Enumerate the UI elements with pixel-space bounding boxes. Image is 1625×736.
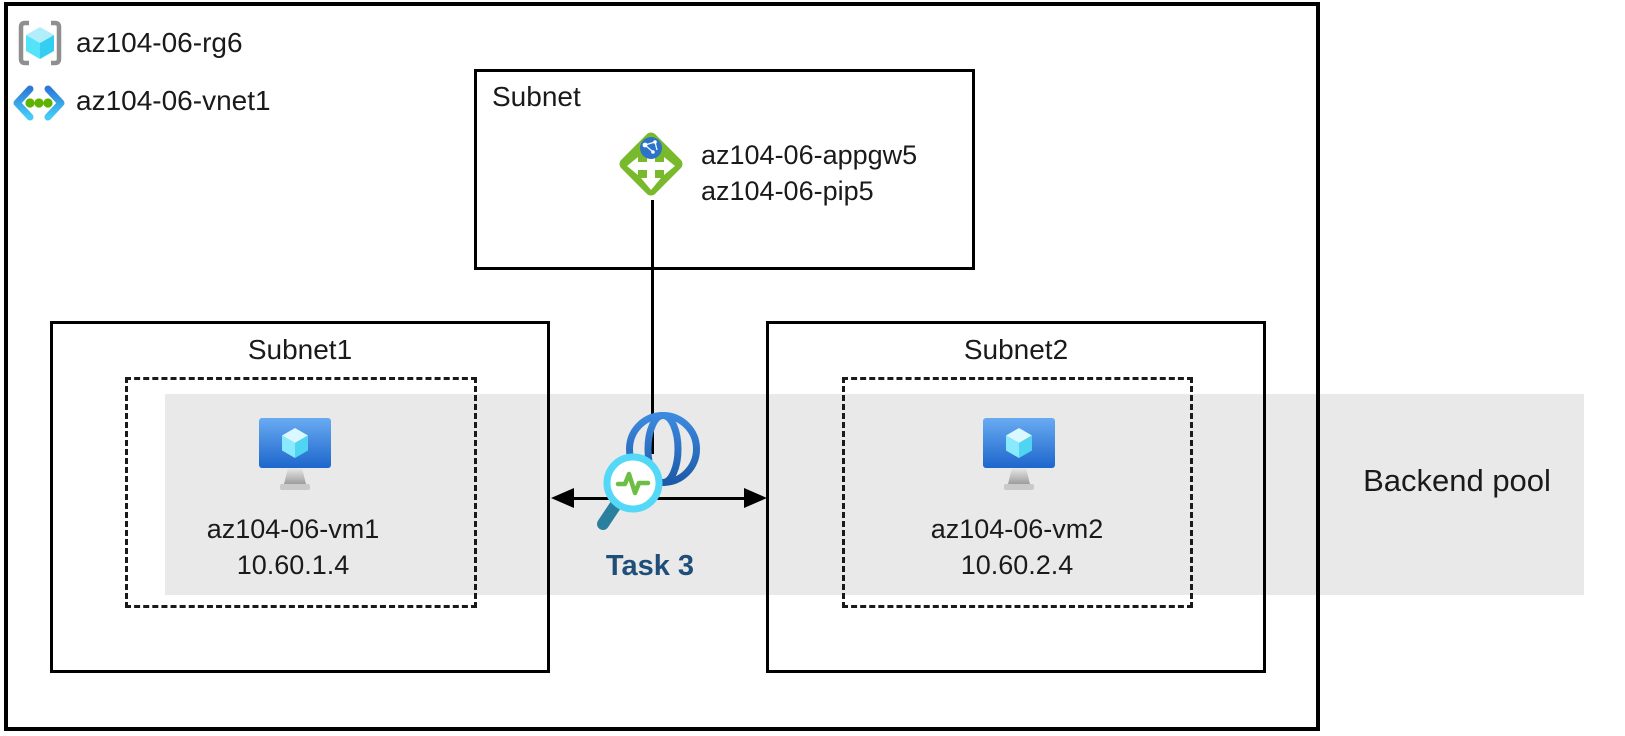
arrowhead-left-icon (551, 488, 574, 508)
gateway-connector-line (651, 200, 654, 454)
vm1-ip: 10.60.1.4 (236, 550, 350, 580)
backend-pool-band (165, 394, 1584, 595)
subnet1-box (50, 321, 550, 673)
subnet2-backend-group (842, 377, 1193, 608)
task-label: Task 3 (605, 550, 695, 582)
arrowhead-right-icon (744, 488, 767, 508)
vnet-name: az104-06-vnet1 (76, 85, 271, 116)
vm2-name: az104-06-vm2 (930, 514, 1104, 544)
gateway-labels: az104-06-appgw5 az104-06-pip5 (701, 137, 917, 209)
gateway-subnet-title: Subnet (492, 81, 581, 112)
vm-icon (983, 418, 1055, 490)
vnet-icon (13, 85, 65, 121)
backend-arrow-line (566, 497, 752, 500)
application-gateway-name: az104-06-appgw5 (701, 140, 918, 170)
backend-pool-label: Backend pool (1363, 463, 1551, 498)
network-watcher-icon (597, 412, 700, 530)
vm-icon (259, 418, 331, 490)
public-ip-name: az104-06-pip5 (701, 176, 874, 206)
application-gateway-icon (619, 132, 683, 196)
gateway-subnet-box (474, 69, 975, 270)
subnet1-backend-group (125, 377, 477, 608)
subnet2-box (766, 321, 1266, 673)
subnet2-title: Subnet2 (963, 334, 1069, 365)
vm2-ip: 10.60.2.4 (960, 550, 1074, 580)
subnet1-title: Subnet1 (247, 334, 353, 365)
resource-group-name: az104-06-rg6 (76, 27, 243, 58)
resource-group-icon (18, 20, 62, 66)
resource-group-boundary (4, 2, 1320, 731)
vm1-name: az104-06-vm1 (206, 514, 380, 544)
